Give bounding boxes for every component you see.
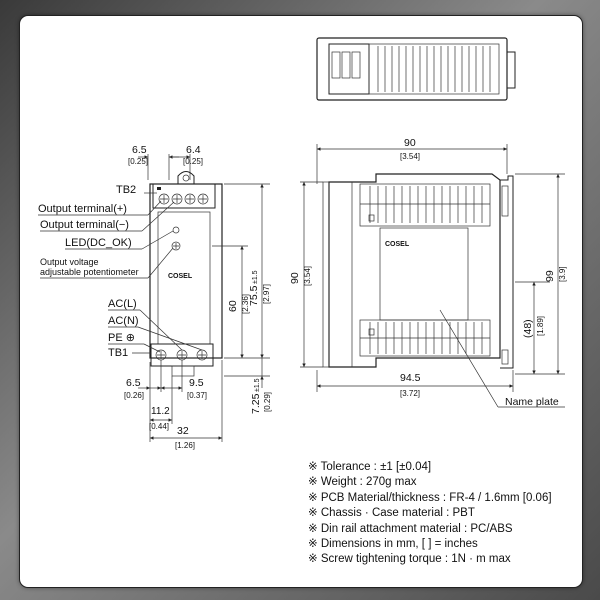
dim-front-height-total: 99 bbox=[544, 270, 556, 282]
dim-rail: (48) bbox=[522, 319, 534, 338]
drawing-sheet: 6.5 [0.25] 6.4 [0.25] COSEL TB2 Output t… bbox=[19, 15, 583, 588]
label-output-minus: Output terminal(−) bbox=[40, 219, 129, 231]
note-torque: ※ Screw tightening torque : 1N · m max bbox=[308, 553, 511, 566]
label-output-plus: Output terminal(+) bbox=[38, 203, 127, 215]
dim-height-inner-in: [2.36] bbox=[241, 294, 250, 314]
label-led: LED(DC_OK) bbox=[65, 237, 132, 249]
side-view: 6.5 [0.25] 6.4 [0.25] COSEL TB2 Output t… bbox=[38, 144, 272, 450]
note-units: ※ Dimensions in mm, [ ] = inches bbox=[308, 538, 478, 551]
dim-bottom-mid-in: [0.37] bbox=[187, 391, 207, 400]
label-acl: AC(L) bbox=[108, 298, 137, 310]
dim-bottom-ext-in: [0.29] bbox=[263, 392, 272, 412]
dim-top-left: 6.5 bbox=[132, 144, 147, 156]
dim-top-right-in: [0.25] bbox=[183, 157, 203, 166]
note-tolerance: ※ Tolerance : ±1 [±0.04] bbox=[308, 461, 432, 473]
front-view: 90 [3.54] bbox=[289, 137, 567, 408]
side-logo: COSEL bbox=[168, 273, 193, 280]
note-weight: ※ Weight : 270g max bbox=[308, 476, 417, 489]
dim-width-in: [1.26] bbox=[175, 441, 195, 450]
front-logo: COSEL bbox=[385, 241, 410, 248]
label-tb1: TB1 bbox=[108, 347, 128, 359]
dim-height-inner: 60 bbox=[227, 300, 239, 312]
dim-front-height-total-in: [3.9] bbox=[558, 266, 567, 282]
dim-height-overall: 75.5 bbox=[248, 285, 260, 306]
dim-front-height: 90 bbox=[289, 272, 301, 284]
dim-depth: 94.5 bbox=[400, 372, 421, 384]
label-nameplate: Name plate bbox=[505, 396, 559, 408]
dim-bottom-left-in: [0.26] bbox=[124, 391, 144, 400]
label-acn: AC(N) bbox=[108, 315, 139, 327]
dim-bottom-mid: 9.5 bbox=[189, 377, 204, 389]
dim-width: 32 bbox=[177, 425, 189, 437]
dim-bottom-small-in: [0.44] bbox=[149, 422, 169, 431]
dim-bottom-left: 6.5 bbox=[126, 377, 141, 389]
dim-rail-in: [1.89] bbox=[536, 316, 545, 336]
label-tb2: TB2 bbox=[116, 184, 136, 196]
dim-bottom-ext: 7.25 bbox=[250, 393, 262, 414]
label-pot-1: Output voltage bbox=[40, 257, 99, 267]
dim-height-overall-in: [2.97] bbox=[262, 284, 271, 304]
spec-notes: ※ Tolerance : ±1 [±0.04] ※ Weight : 270g… bbox=[308, 460, 552, 568]
dim-height-overall-tol: ±1.5 bbox=[252, 270, 259, 284]
dim-front-width: 90 bbox=[404, 137, 416, 149]
dim-top-left-in: [0.25] bbox=[128, 157, 148, 166]
dim-front-width-in: [3.54] bbox=[400, 152, 420, 161]
dim-top-right: 6.4 bbox=[186, 144, 201, 156]
dimension-drawing: 6.5 [0.25] 6.4 [0.25] COSEL TB2 Output t… bbox=[38, 37, 567, 450]
note-chassis: ※ Chassis · Case material : PBT bbox=[308, 507, 475, 520]
note-din-rail: ※ Din rail attachment material : PC/ABS bbox=[308, 522, 513, 535]
dim-front-height-in: [3.54] bbox=[303, 266, 312, 286]
dim-depth-in: [3.72] bbox=[400, 389, 420, 398]
top-view bbox=[316, 37, 516, 101]
dim-bottom-small: 11.2 bbox=[151, 406, 170, 417]
label-pe: PE ⊕ bbox=[108, 332, 135, 344]
note-pcb: ※ PCB Material/thickness : FR-4 / 1.6mm … bbox=[308, 491, 552, 504]
label-pot-2: adjustable potentiometer bbox=[40, 267, 139, 277]
dim-bottom-ext-tol: ±1.5 bbox=[254, 378, 261, 392]
